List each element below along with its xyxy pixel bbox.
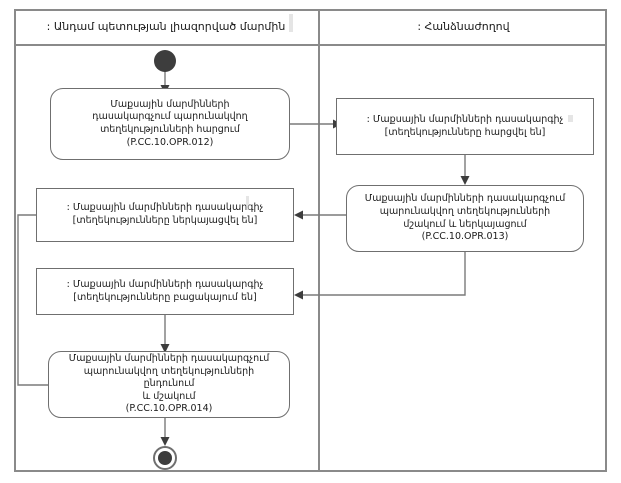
activity-node-request-classifier-information-label: Մաքսային մարմինների դասակարգչում պարունա… xyxy=(92,98,248,148)
activity-node-process-and-present-information[interactable]: Մաքսային մարմինների դասակարգչում պարունա… xyxy=(346,185,584,252)
scan-artifact-header xyxy=(289,14,293,32)
initial-node xyxy=(154,50,176,72)
object-node-classifier-information-presented[interactable]: : Մաքսային մարմինների դասակարգիչ [տեղեկո… xyxy=(36,188,294,242)
swimlane-title-member-state-authorized-body: : Անդամ պետության լիազորված մարմին xyxy=(46,20,286,33)
activity-node-request-classifier-information[interactable]: Մաքսային մարմինների դասակարգչում պարունա… xyxy=(50,88,290,160)
swimlane-divider xyxy=(318,9,320,472)
activity-node-receive-and-process-information[interactable]: Մաքսային մարմինների դասակարգչում պարունա… xyxy=(48,351,290,418)
swimlane-title-commission: : Հանձնաժողով xyxy=(417,20,510,33)
final-node xyxy=(153,446,177,470)
object-node-classifier-information-presented-label: : Մաքսային մարմինների դասակարգիչ [տեղեկո… xyxy=(66,202,264,226)
activity-node-receive-and-process-information-label: Մաքսային մարմինների դասակարգչում պարունա… xyxy=(68,353,270,415)
object-node-classifier-information-requested[interactable]: : Մաքսային մարմինների դասակարգիչ [տեղեկո… xyxy=(336,98,594,155)
scan-artifact-left-object xyxy=(246,196,249,210)
scan-artifact-right-object xyxy=(568,115,573,122)
object-node-classifier-information-absent[interactable]: : Մաքսային մարմինների դասակարգիչ [տեղեկո… xyxy=(36,268,294,315)
swimlane-header-divider xyxy=(14,44,607,46)
activity-node-process-and-present-information-label: Մաքսային մարմինների դասակարգչում պարունա… xyxy=(364,193,566,243)
object-node-classifier-information-requested-label: : Մաքսային մարմինների դասակարգիչ [տեղեկո… xyxy=(366,113,564,138)
object-node-classifier-information-absent-label: : Մաքսային մարմինների դասակարգիչ [տեղեկո… xyxy=(66,278,264,303)
